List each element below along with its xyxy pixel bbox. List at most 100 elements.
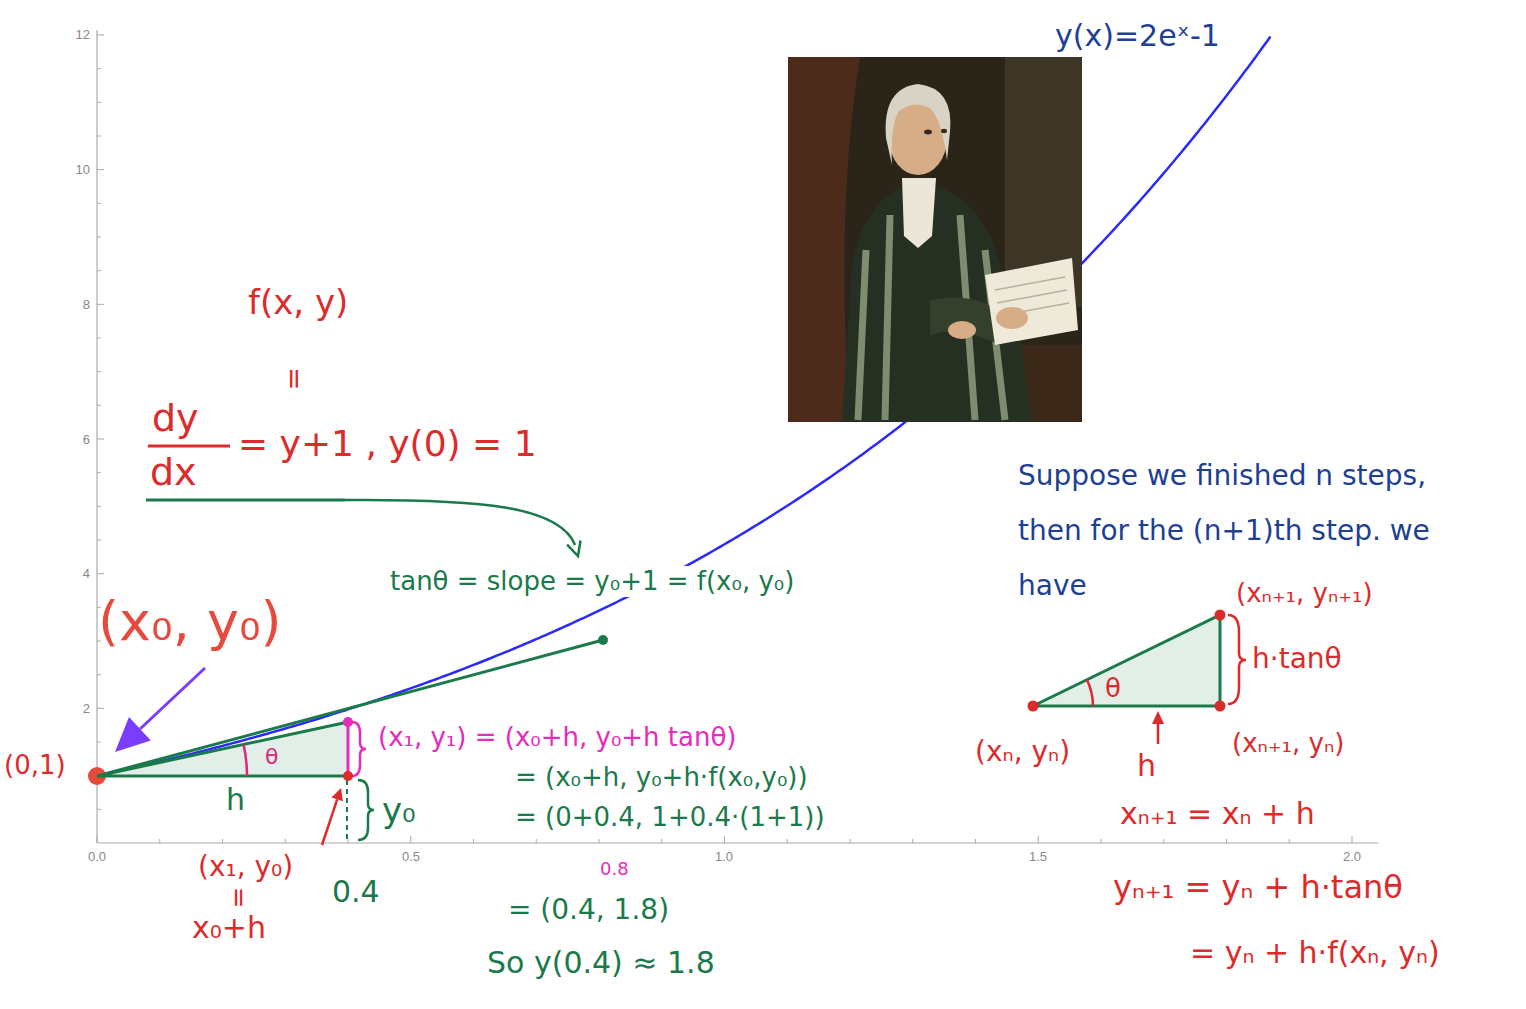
axis-tick bbox=[410, 836, 411, 843]
axis-tick-label: 10 bbox=[56, 162, 90, 178]
axis-tick bbox=[97, 809, 101, 810]
portrait-hand bbox=[996, 307, 1028, 329]
axis-tick bbox=[97, 237, 101, 238]
arrowhead bbox=[115, 717, 151, 752]
portrait-eye bbox=[941, 129, 947, 133]
annotation-text: = (0+0.4, 1+0.4·(1+1)) bbox=[515, 802, 825, 833]
dashed-guide bbox=[346, 780, 348, 843]
brace bbox=[1228, 615, 1246, 704]
axis-tick bbox=[599, 839, 600, 843]
portrait-papers bbox=[985, 258, 1078, 345]
annotation-text: (0,1) bbox=[4, 750, 66, 781]
axis-tick bbox=[912, 839, 913, 843]
annotation-text: yₙ₊₁ = yₙ + h·tanθ bbox=[1113, 868, 1403, 906]
axis-tick bbox=[850, 839, 851, 843]
tangent-end-dot bbox=[598, 635, 608, 645]
axis-tick bbox=[97, 304, 104, 305]
arrowhead bbox=[1152, 711, 1164, 724]
annotation-text: xₙ₊₁ = xₙ + h bbox=[1120, 796, 1315, 832]
angle-arc bbox=[1087, 680, 1093, 706]
angle-triangle: θ bbox=[97, 722, 348, 776]
annotation-text: y(x)=2eˣ-1 bbox=[1055, 18, 1220, 54]
annotation-text: (xₙ, yₙ) bbox=[975, 735, 1070, 769]
axis-tick bbox=[975, 839, 976, 843]
angle-arc bbox=[244, 745, 247, 777]
axis-tick bbox=[285, 839, 286, 843]
annotation-text: h bbox=[1137, 748, 1156, 784]
angle-triangle: θ bbox=[1033, 615, 1222, 706]
brace bbox=[352, 722, 366, 776]
axis-tick bbox=[97, 405, 101, 406]
annotation-text: 0.8 bbox=[600, 858, 629, 880]
axis-tick-label: 8 bbox=[56, 297, 90, 313]
axis-tick bbox=[1101, 839, 1102, 843]
axis-tick bbox=[1226, 839, 1227, 843]
annotation-text: tanθ = slope = y₀+1 = f(x₀, y₀) bbox=[388, 566, 796, 597]
solution-curve bbox=[97, 37, 1270, 776]
triangle-edge bbox=[97, 722, 348, 776]
annotation-text: f(x, y) bbox=[248, 282, 348, 323]
underline bbox=[146, 499, 345, 502]
axis-tick bbox=[97, 506, 101, 507]
axis-tick bbox=[97, 742, 101, 743]
pointer-arrow bbox=[322, 799, 337, 845]
tangent-line bbox=[97, 640, 603, 776]
axis-tick bbox=[97, 169, 104, 170]
brace bbox=[358, 780, 374, 840]
triangle-shape bbox=[1033, 615, 1222, 706]
pointer-arrow bbox=[345, 500, 575, 545]
axis-tick bbox=[724, 836, 725, 843]
axis-tick-label: 1.0 bbox=[704, 849, 744, 865]
axis-tick bbox=[97, 136, 101, 137]
axis-tick-label: 1.5 bbox=[1018, 849, 1058, 865]
annotation-text: h·tanθ bbox=[1252, 642, 1342, 676]
point-dot bbox=[1215, 610, 1226, 621]
annotation-text: (x₁, y₁) = (x₀+h, y₀+h tanθ) bbox=[378, 722, 737, 753]
triangle-shape bbox=[97, 722, 348, 776]
axis-tick bbox=[787, 839, 788, 843]
annotation-text: x₀+h bbox=[192, 910, 266, 946]
axis-tick bbox=[97, 102, 101, 103]
axis-tick-label: 0.0 bbox=[77, 849, 117, 865]
axis-tick bbox=[97, 472, 101, 473]
axis-tick-label: 6 bbox=[56, 432, 90, 448]
axis-tick-label: 4 bbox=[56, 566, 90, 582]
arrowhead bbox=[332, 788, 343, 801]
annotation-text: = y+1 , y(0) = 1 bbox=[238, 422, 537, 465]
axis-tick-label: 12 bbox=[56, 27, 90, 43]
axis-tick bbox=[1163, 839, 1164, 843]
axis-tick bbox=[97, 270, 101, 271]
axis-tick-label: 2.0 bbox=[1332, 849, 1372, 865]
axis-tick bbox=[473, 839, 474, 843]
annotation-text: (x₀, y₀) bbox=[98, 590, 282, 655]
axis-tick bbox=[97, 708, 104, 709]
annotation-text: (xₙ₊₁, yₙ₊₁) bbox=[1236, 578, 1373, 609]
point-dot bbox=[343, 717, 353, 727]
portrait-wig bbox=[886, 84, 951, 165]
axis-tick bbox=[222, 839, 223, 843]
point-dot bbox=[1215, 701, 1226, 712]
axes bbox=[97, 30, 1378, 843]
portrait-illustration bbox=[788, 57, 1082, 422]
y-axis bbox=[96, 30, 97, 843]
axis-tick bbox=[97, 439, 104, 440]
angle-label: θ bbox=[1105, 675, 1121, 701]
fraction-bar bbox=[148, 445, 230, 448]
triangle-edge bbox=[347, 722, 350, 776]
annotation-text: = (x₀+h, y₀+h·f(x₀,y₀)) bbox=[515, 762, 808, 793]
axis-tick bbox=[97, 35, 104, 36]
annotation-text: 0.4 bbox=[332, 874, 380, 910]
axis-tick bbox=[97, 68, 101, 69]
point-dot bbox=[1028, 701, 1039, 712]
axis-tick bbox=[97, 371, 101, 372]
annotation-text: y₀ bbox=[382, 790, 416, 831]
axis-tick bbox=[97, 674, 101, 675]
portrait-eye bbox=[924, 130, 932, 135]
x-axis bbox=[97, 842, 1378, 843]
axis-tick bbox=[348, 839, 349, 843]
axis-tick bbox=[97, 540, 101, 541]
portrait-background bbox=[788, 57, 1082, 422]
axis-tick bbox=[97, 836, 98, 843]
axis-tick bbox=[1289, 839, 1290, 843]
